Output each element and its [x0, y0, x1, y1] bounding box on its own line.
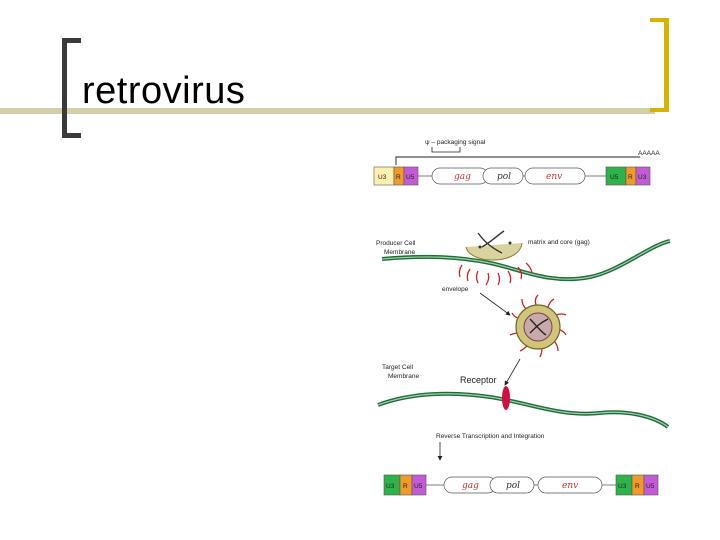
lifecycle-diagram-svg: ψ – packaging signal AAAAA U3 R U5 gag p… [373, 139, 671, 496]
ltr-right-u3-label: U3 [638, 174, 647, 181]
gene-env-box [524, 167, 586, 185]
producer-cell-label-2: Membrane [384, 249, 415, 256]
producer-cell-label-1: Producer Cell [376, 240, 416, 247]
title-underline [0, 108, 655, 114]
budding-dot-2 [508, 241, 512, 245]
free-virion [504, 294, 567, 386]
provirus-left-u5-label: U5 [414, 483, 423, 490]
left-bracket-decoration [62, 38, 81, 138]
provirus-right-u3-label: U3 [618, 483, 627, 490]
provirus-pol-label: pol [506, 481, 520, 491]
ltr-left-r-label: R [396, 174, 401, 181]
provirus-left-r-label: R [403, 483, 408, 490]
budding-particle [465, 242, 523, 261]
gene-pol-box [482, 167, 524, 185]
ltr-right-r-label: R [628, 174, 633, 181]
provirus-construct: U3 R U5 gag pol env U3 R U5 [383, 474, 659, 496]
reverse-transcription-label: Reverse Transcription and Integration [436, 433, 545, 440]
provirus-left-u3-label: U3 [386, 483, 395, 490]
transcript-line [395, 156, 640, 165]
provirus-env-label: env [562, 481, 578, 491]
provirus-right-u5-box [643, 474, 659, 496]
matrix-core-label: matrix and core (gag) [528, 239, 590, 246]
ltr-left-u5-label: U5 [406, 174, 415, 181]
envelope-spikes-membrane [458, 262, 533, 286]
target-cell-label-2: Membrane [388, 373, 419, 380]
arrow-to-target [504, 358, 521, 386]
arrow-to-virion [479, 292, 511, 316]
producer-membrane-line [381, 239, 671, 282]
ltr-right-u5-box [635, 166, 651, 186]
psi-packaging-signal-label: ψ – packaging signal [425, 139, 486, 146]
target-cell-label-1: Target Cell [382, 364, 414, 371]
slide-title: retrovirus [82, 70, 246, 112]
target-membrane-highlight [377, 393, 669, 428]
polya-tail-label: AAAAA [638, 150, 660, 157]
ltr-right-u5-label: U5 [610, 174, 619, 181]
provirus-pol-box [489, 476, 535, 494]
target-membrane-line [377, 391, 670, 429]
viral-rna-strands [477, 230, 505, 254]
retrovirus-lifecycle-figure: ψ – packaging signal AAAAA U3 R U5 gag p… [370, 135, 680, 505]
receptor-label: Receptor [460, 375, 497, 385]
receptor-shape [502, 386, 510, 410]
gene-pol-label: pol [497, 172, 511, 182]
virion-rna [529, 318, 549, 336]
provirus-right-u5-label: U5 [646, 483, 655, 490]
ltr-left-u3-label: U3 [378, 174, 387, 181]
provirus-gag-label: gag [462, 481, 479, 491]
gene-gag-label: gag [454, 172, 471, 182]
psi-bracket [431, 147, 461, 153]
provirus-right-r-label: R [635, 483, 640, 490]
right-bracket-decoration [650, 18, 669, 112]
genome-construct: ψ – packaging signal AAAAA U3 R U5 gag p… [373, 139, 660, 186]
producer-cell: Producer Cell Membrane matrix and core (… [376, 230, 671, 316]
producer-membrane-highlight [381, 240, 671, 280]
provirus-env-box [537, 476, 603, 494]
envelope-label: envelope [442, 286, 469, 293]
budding-dot-1 [478, 245, 482, 249]
target-cell: Target Cell Membrane Receptor Reverse Tr… [377, 364, 670, 461]
gene-env-label: env [546, 172, 562, 182]
